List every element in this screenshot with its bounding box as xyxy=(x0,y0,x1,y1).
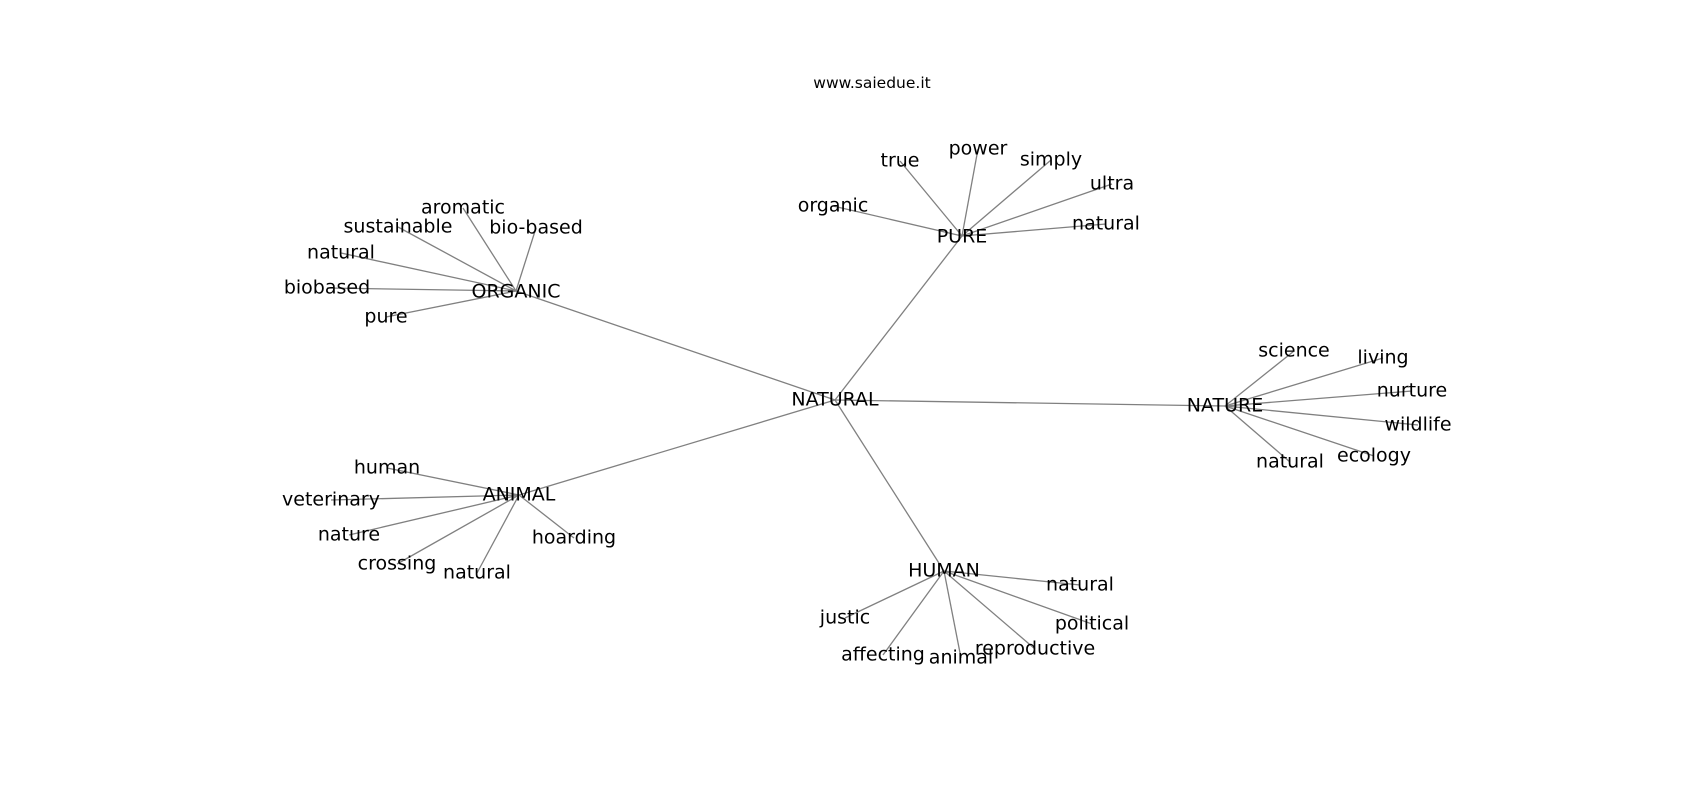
edge-human-political xyxy=(943,570,1093,625)
edge-nature-science xyxy=(1224,350,1295,407)
graph-edges xyxy=(326,148,1419,659)
node-leaf-animal-natural: natural xyxy=(443,562,511,584)
edge-natural-organic xyxy=(515,290,836,401)
edge-organic-natural xyxy=(340,252,517,292)
node-leaf-animal-human: human xyxy=(354,457,420,479)
edge-nature-wildlife xyxy=(1224,405,1419,426)
node-leaf-animal-hoarding: hoarding xyxy=(532,527,616,549)
edge-pure-power xyxy=(961,148,979,237)
edge-organic-biobased xyxy=(326,287,517,292)
edge-animal-veterinary xyxy=(330,494,520,501)
node-root-natural: NATURAL xyxy=(791,389,879,411)
node-leaf-pure-true: true xyxy=(881,150,920,172)
node-leaf-organic-biobased: biobased xyxy=(284,277,370,299)
node-hub-animal: ANIMAL xyxy=(483,484,556,506)
node-leaf-human-affecting: affecting xyxy=(841,644,925,666)
node-leaf-pure-natural: natural xyxy=(1072,213,1140,235)
node-leaf-human-justic: justic xyxy=(819,607,870,629)
node-leaf-organic-bio-based: bio-based xyxy=(489,217,583,239)
edge-nature-nurture xyxy=(1224,390,1413,407)
node-leaf-organic-natural: natural xyxy=(307,242,375,264)
node-leaf-organic-sustainable: sustainable xyxy=(344,216,453,238)
site-credit: www.saiedue.it xyxy=(813,74,930,92)
node-leaf-animal-crossing: crossing xyxy=(358,553,437,575)
node-hub-pure: PURE xyxy=(937,226,988,248)
node-leaf-nature-natural: natural xyxy=(1256,451,1324,473)
edge-animal-nature xyxy=(348,494,520,536)
edge-natural-pure xyxy=(834,235,963,401)
node-leaf-organic-pure: pure xyxy=(364,306,407,328)
edge-pure-natural xyxy=(961,223,1107,237)
edge-human-natural xyxy=(943,570,1081,586)
node-leaf-nature-ecology: ecology xyxy=(1337,445,1411,467)
node-leaf-animal-nature: nature xyxy=(318,524,380,546)
edge-organic-sustainable xyxy=(397,226,517,292)
edge-human-justic xyxy=(844,570,945,619)
edge-nature-ecology xyxy=(1224,405,1375,457)
node-leaf-human-natural: natural xyxy=(1046,574,1114,596)
edge-natural-animal xyxy=(518,399,836,496)
edge-organic-pure xyxy=(385,290,517,318)
node-hub-organic: ORGANIC xyxy=(472,281,561,303)
edge-animal-crossing xyxy=(396,494,520,565)
edge-pure-organic xyxy=(832,205,963,237)
edge-pure-ultra xyxy=(961,183,1113,237)
edge-natural-nature xyxy=(834,399,1226,407)
node-leaf-organic-aromatic: aromatic xyxy=(421,197,505,219)
node-leaf-nature-living: living xyxy=(1357,347,1408,369)
edge-nature-living xyxy=(1224,357,1384,407)
edge-animal-hoarding xyxy=(518,494,575,539)
node-leaf-animal-veterinary: veterinary xyxy=(282,489,380,511)
node-leaf-nature-nurture: nurture xyxy=(1377,380,1447,402)
edge-pure-simply xyxy=(961,159,1052,237)
node-leaf-pure-ultra: ultra xyxy=(1090,173,1134,195)
node-leaf-pure-simply: simply xyxy=(1020,149,1082,171)
edge-organic-aromatic xyxy=(462,207,517,292)
edge-animal-natural xyxy=(476,494,520,574)
node-hub-human: HUMAN xyxy=(908,560,980,582)
edge-pure-true xyxy=(899,160,963,237)
node-leaf-nature-science: science xyxy=(1258,340,1330,362)
node-leaf-nature-wildlife: wildlife xyxy=(1384,414,1451,436)
node-leaf-human-reproductive: reproductive xyxy=(975,638,1095,660)
node-leaf-human-animal: animal xyxy=(929,647,993,669)
edge-human-reproductive xyxy=(943,570,1036,650)
edge-nature-natural xyxy=(1224,405,1291,463)
edge-human-affecting xyxy=(882,570,945,656)
node-leaf-pure-organic: organic xyxy=(798,195,869,217)
edge-natural-human xyxy=(834,399,945,572)
node-leaf-pure-power: power xyxy=(949,138,1008,160)
edge-human-animal xyxy=(943,570,962,659)
node-hub-nature: NATURE xyxy=(1187,395,1263,417)
edge-animal-human xyxy=(386,467,520,496)
edge-organic-bio-based xyxy=(515,227,537,292)
node-leaf-human-political: political xyxy=(1055,613,1129,635)
